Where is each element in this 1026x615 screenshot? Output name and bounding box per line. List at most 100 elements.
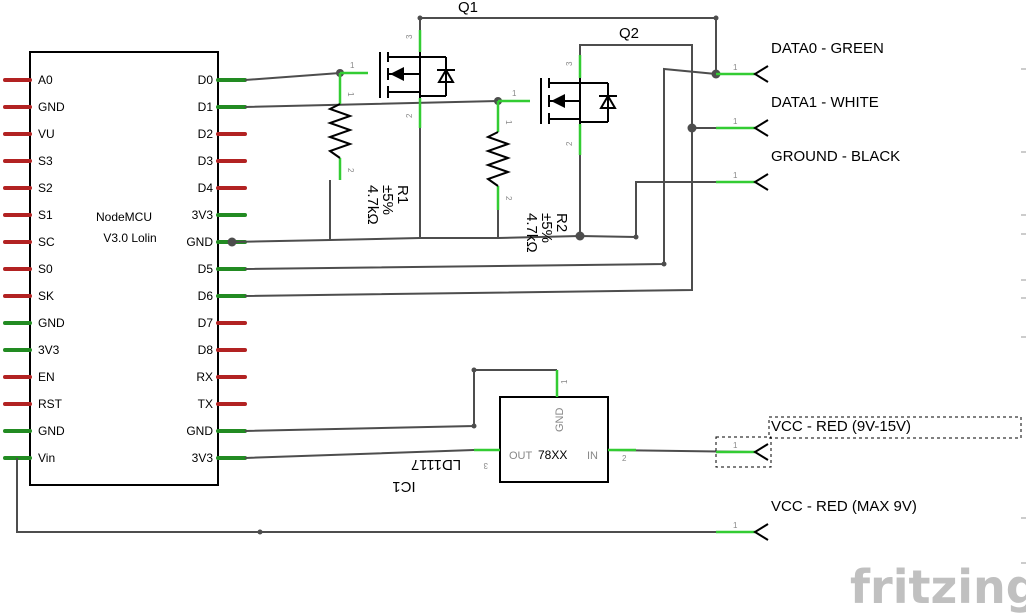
regulator-body [499, 396, 609, 483]
nodemcu-pin-label: RX [196, 370, 213, 384]
nodemcu-pin-label: GND [38, 100, 65, 114]
r2-value: 4.7kΩ [523, 213, 540, 253]
r1-pin-number: 2 [346, 168, 355, 173]
regulator-pin-number: 2 [622, 454, 627, 463]
regulator-pin-number: 3 [483, 461, 488, 470]
nodemcu-pin-label: GND [186, 424, 213, 438]
resistor-r2: 1 2 R2 ±5% 4.7kΩ [484, 101, 570, 253]
transistor-q1: 3 2 1 Q1 [340, 0, 478, 128]
wire-vin-vcc [16, 458, 755, 533]
nodemcu-pin-label: SC [38, 235, 55, 249]
regulator-name: 78XX [538, 448, 567, 462]
nodemcu-pin-label: SK [38, 289, 54, 303]
connector-vcc2-label: VCC - RED (MAX 9V) [771, 498, 917, 515]
regulator-in-label: IN [587, 450, 598, 462]
connector-pin-number: 1 [733, 521, 738, 530]
r1-tolerance: ±5% [379, 185, 396, 215]
nodemcu-pin-label: S0 [38, 262, 53, 276]
nodemcu-pin-label: 3V3 [192, 208, 214, 222]
q1-pin-number: 2 [405, 113, 414, 118]
connector-vcc-max-9v: VCC - RED (MAX 9V) 1 [716, 498, 917, 541]
junction-dot [257, 529, 263, 535]
nodemcu-pin-label: D6 [198, 289, 214, 303]
nodemcu-pin-label: 3V3 [192, 451, 214, 465]
edge-ticks [1021, 68, 1026, 564]
connector-data0-arrow [753, 65, 769, 83]
q1-pin-number: 1 [350, 61, 355, 70]
nodemcu-pin-label: D5 [198, 262, 214, 276]
junction-dot [713, 15, 719, 21]
q1-arrow [390, 67, 404, 81]
connector-vcc-9-15v: VCC - RED (9V-15V) 1 [715, 416, 1022, 468]
connector-pin-number: 1 [733, 171, 738, 180]
connector-pin-number: 1 [733, 441, 738, 450]
nodemcu-pin-label: Vin [38, 451, 55, 465]
nodemcu-name: NodeMCU [96, 210, 152, 224]
connector-data0-label: DATA0 - GREEN [771, 40, 884, 57]
nodemcu-pin-label: GND [186, 235, 213, 249]
wire-ground-connector [635, 181, 755, 237]
connector-pin-number: 1 [733, 117, 738, 126]
nodemcu-pin-label: S2 [38, 181, 53, 195]
nodemcu-pin-label: TX [198, 397, 213, 411]
nodemcu-pin-label: D3 [198, 154, 214, 168]
r2-pin-number: 2 [504, 196, 513, 201]
nodemcu-pin-label: 3V3 [38, 343, 60, 357]
resistor-r1: 1 2 R1 ±5% 4.7kΩ [326, 73, 411, 225]
nodemcu-pin-label: D0 [198, 73, 214, 87]
junction-dot [417, 15, 423, 21]
wire-d1-q2-gate [244, 100, 530, 108]
wire-q2-drain-data1 [579, 44, 755, 129]
nodemcu-pin-label: EN [38, 370, 55, 384]
regulator-pin-number: 1 [560, 379, 569, 384]
regulator-gnd-label: GND [554, 408, 566, 433]
junction-dot [575, 231, 585, 241]
nodemcu-pin-label: D1 [198, 100, 214, 114]
regulator-out-label: OUT [509, 450, 533, 462]
r2-labels: R2 ±5% 4.7kΩ [523, 213, 570, 253]
connector-data1-label: DATA1 - WHITE [771, 94, 879, 111]
nodemcu-pin-label: S1 [38, 208, 53, 222]
voltage-regulator: 78XX OUT IN GND 1 3 2 IC1 LD1117 [392, 370, 636, 495]
nodemcu-version: V3.0 Lolin [103, 231, 156, 245]
junction-dot [471, 423, 477, 429]
q2-body-diode [599, 94, 617, 109]
r1-zigzag [326, 103, 354, 159]
transistor-q2: 3 2 1 Q2 [498, 25, 639, 155]
nodemcu-pin-label: GND [38, 424, 65, 438]
connector-pin-number: 1 [733, 63, 738, 72]
wire-gnd-bus [231, 234, 637, 243]
junction-dot [471, 367, 477, 373]
fritzing-logo: fritzing [850, 560, 1026, 614]
nodemcu-pin-label: S3 [38, 154, 53, 168]
connector-ground: GROUND - BLACK 1 [716, 148, 900, 191]
nodemcu-pin-label: D7 [198, 316, 214, 330]
r2-name: R2 [553, 213, 570, 232]
r2-pin-number: 1 [504, 120, 513, 125]
nodemcu-pin-label: D8 [198, 343, 214, 357]
q1-pin-number: 3 [405, 34, 414, 39]
q2-pin-number: 2 [565, 141, 574, 146]
connector-data1-arrow [753, 119, 769, 137]
connector-data0: DATA0 - GREEN 1 [716, 40, 884, 83]
nodemcu-body [29, 51, 219, 486]
nodemcu-pin-label: A0 [38, 73, 53, 87]
junction-dot [687, 123, 697, 133]
nodemcu-pin-label: D2 [198, 127, 214, 141]
r2-zigzag [484, 131, 512, 187]
nodemcu-pin-label: VU [38, 127, 55, 141]
q1-label: Q1 [458, 0, 478, 16]
r1-labels: R1 ±5% 4.7kΩ [364, 185, 411, 225]
regulator-ref: IC1 [392, 478, 415, 495]
connector-vcc2-arrow [753, 523, 769, 541]
q1-body-diode [437, 68, 455, 83]
wire-d5-data0 [244, 67, 717, 270]
q2-label: Q2 [619, 25, 639, 42]
junction-dot [633, 234, 639, 240]
r1-value: 4.7kΩ [364, 185, 381, 225]
connector-ground-arrow [753, 173, 769, 191]
junction-dot [227, 237, 237, 247]
